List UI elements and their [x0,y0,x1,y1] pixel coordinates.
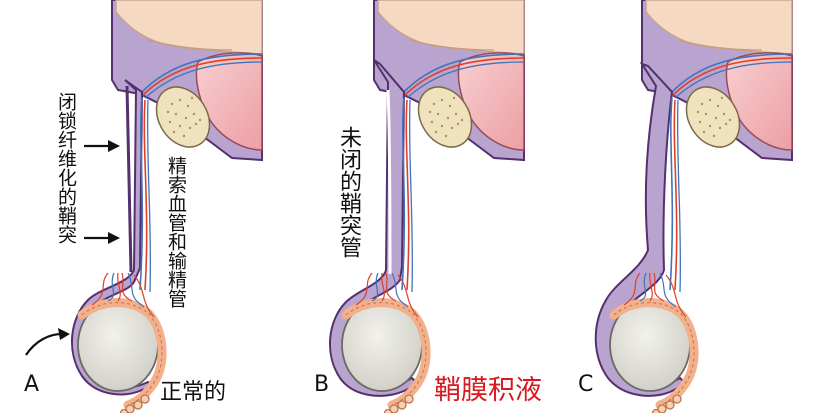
spermatic-cord-label: 精索血管和输精管 [165,156,187,308]
hydrocele-label: 鞘膜积液 [434,375,542,406]
normal-label: 正常的 [160,380,227,405]
panel-c-label: C [578,372,594,397]
panel-a [25,0,263,413]
panel-b [329,0,525,413]
closed-process-label: 闭锁纤维化的鞘突 [55,92,77,244]
panel-a-label: A [24,372,40,397]
panel-c [594,0,793,413]
arrow-icon [25,140,120,356]
open-process-label: 未闭的鞘突管 [336,126,361,258]
patent-process-channel [386,89,392,275]
panel-b-label: B [314,372,330,397]
obliterated-process-line [125,85,133,273]
